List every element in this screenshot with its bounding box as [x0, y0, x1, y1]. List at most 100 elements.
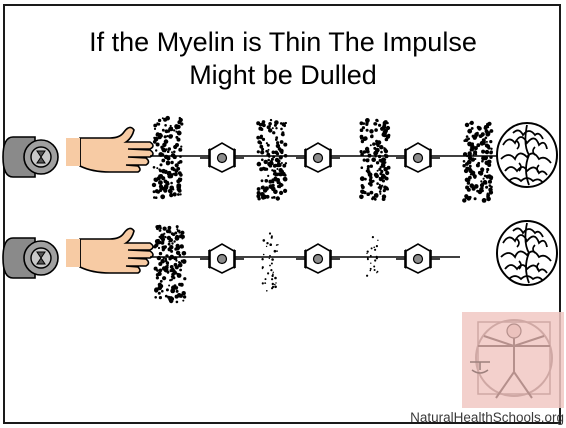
myelin-dot: [382, 132, 387, 137]
myelin-dot: [368, 182, 371, 185]
myelin-dot: [175, 163, 179, 167]
myelin-dot: [262, 123, 266, 127]
myelin-dot: [370, 263, 371, 264]
myelin-dot: [267, 272, 269, 274]
myelin-dot: [269, 243, 272, 246]
myelin-dot: [267, 159, 270, 162]
myelin-dot: [283, 189, 287, 193]
myelin-dot: [485, 150, 489, 154]
myelin-dot: [268, 122, 272, 126]
myelin-dot: [360, 128, 364, 132]
myelin-dot: [168, 243, 171, 246]
myelin-dot: [271, 187, 276, 192]
myelin-dot: [164, 139, 169, 144]
myelin-dot: [176, 179, 180, 183]
myelin-dot: [469, 165, 472, 168]
myelin-dot: [180, 244, 184, 248]
myelin-dot: [161, 241, 165, 245]
myelin-dot: [180, 231, 184, 235]
myelin-dot: [167, 271, 170, 274]
myelin-dot: [178, 185, 181, 188]
myelin-dot: [377, 271, 379, 273]
myelin-dot: [276, 244, 278, 246]
myelin-dot: [178, 148, 182, 152]
myelin-dot: [467, 181, 470, 184]
myelin-dot: [481, 132, 485, 136]
myelin-dot: [161, 237, 165, 241]
myelin-dot: [368, 154, 372, 158]
myelin-dot: [165, 181, 169, 185]
myelin-dot: [154, 243, 158, 247]
myelin-dot: [171, 297, 175, 301]
myelin-dot: [483, 156, 488, 161]
myelin-dot: [157, 176, 161, 180]
myelin-dot: [259, 127, 261, 129]
myelin-dot: [373, 266, 375, 268]
myelin-dot: [463, 160, 466, 163]
myelin-dot: [157, 256, 161, 260]
myelin-dot: [269, 265, 271, 267]
myelin-dot: [163, 189, 167, 193]
myelin-dot: [268, 125, 271, 128]
myelin-dot: [171, 151, 173, 153]
brain-icon: [497, 221, 557, 285]
myelin-dot: [279, 191, 283, 195]
myelin-dot: [370, 191, 374, 195]
myelin-dot: [271, 278, 273, 280]
myelin-dot: [469, 169, 473, 173]
hand-icon: [66, 228, 153, 273]
myelin-dot: [466, 179, 469, 182]
myelin-dot: [375, 175, 377, 177]
myelin-dot: [174, 232, 177, 235]
healthy-pathway-row: [3, 116, 557, 203]
myelin-dot: [280, 128, 283, 131]
myelin-dot: [366, 253, 367, 254]
myelin-dot: [372, 196, 375, 199]
myelin-dot: [485, 129, 489, 133]
myelin-dot: [487, 193, 489, 195]
myelin-dot: [471, 127, 474, 130]
myelin-dot: [277, 182, 279, 184]
myelin-dot: [166, 229, 170, 233]
myelin-dot: [486, 144, 490, 148]
myelin-dot: [261, 179, 264, 182]
myelin-dot: [379, 177, 381, 179]
myelin-dot: [159, 252, 162, 255]
neuron-icon: [200, 244, 244, 273]
myelin-dot: [385, 154, 389, 158]
myelin-dot: [370, 144, 372, 146]
myelin-dot: [465, 138, 469, 142]
myelin-dot: [377, 240, 378, 241]
myelin-dot: [268, 128, 272, 132]
myelin-dot: [166, 135, 168, 137]
myelin-dot: [283, 177, 287, 181]
myelin-dot: [178, 231, 180, 233]
myelin-dot: [480, 180, 482, 182]
myelin-dot: [179, 155, 182, 158]
myelin-dot: [163, 144, 166, 147]
myelin-dot: [274, 177, 276, 179]
myelin-dot: [179, 117, 181, 119]
myelin-dot: [374, 249, 376, 251]
myelin-dot: [268, 149, 270, 151]
myelin-dot: [261, 159, 264, 162]
myelin-dot: [183, 260, 186, 263]
myelin-dot: [270, 160, 273, 163]
myelin-dot: [481, 183, 483, 185]
myelin-dot: [486, 171, 488, 173]
myelin-dot: [176, 290, 179, 293]
myelin-dot: [387, 134, 390, 137]
myelin-dot: [271, 197, 273, 199]
myelin-dot: [174, 172, 178, 176]
myelin-dot: [266, 290, 268, 292]
myelin-dot: [489, 140, 492, 143]
myelin-dot: [257, 150, 260, 153]
myelin-dot: [160, 280, 163, 283]
myelin-dot: [276, 178, 280, 182]
myelin-dot: [366, 275, 368, 277]
myelin-dot: [179, 254, 182, 257]
myelin-dot: [469, 196, 472, 199]
myelin-dot: [376, 150, 379, 153]
